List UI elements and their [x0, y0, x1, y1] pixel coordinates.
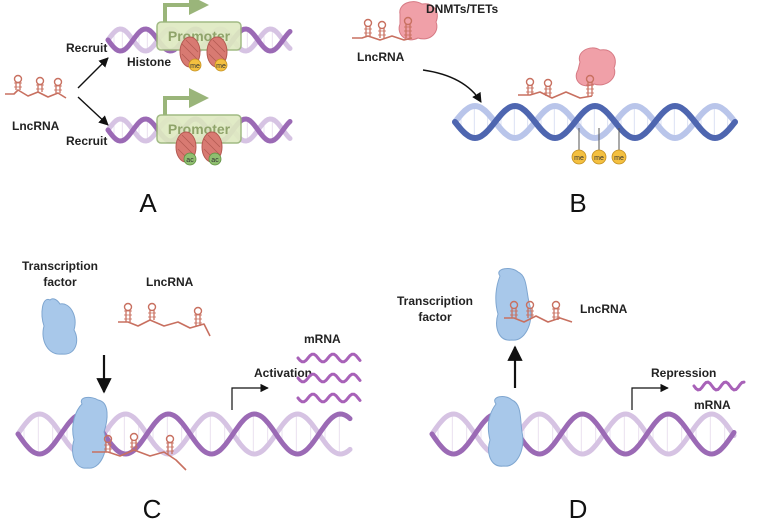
acetyl-mark-label: ac [211, 157, 219, 164]
transcription-factor-d-complex [495, 268, 532, 341]
mrna-label-d: mRNA [694, 398, 731, 412]
transcription-factor-c-bound [72, 396, 108, 469]
methyl-mark-label: me [216, 63, 226, 70]
dnmt-tet-enzyme-dna [575, 47, 616, 87]
methyl-mark-label: me [190, 63, 200, 70]
lncrna-structure-c-bound [92, 432, 187, 471]
acetyl-mark-a-2: ac [208, 152, 222, 166]
acetyl-mark-label: ac [186, 157, 194, 164]
promoter-box-bottom: Promoter [156, 88, 242, 144]
lncrna-structure-b-dna [518, 74, 595, 99]
methyl-mark-label: me [574, 155, 584, 162]
repression-arrow [631, 383, 669, 410]
activation-label: Activation [254, 366, 312, 380]
tf-label-d-line1: Transcription [397, 294, 473, 308]
mrna-strands-c [296, 352, 362, 404]
panel-letter-b: B [569, 188, 586, 218]
promoter-box-top: Promoter [156, 0, 242, 51]
dna-helix-d [429, 411, 737, 457]
transcription-factor-c-free [41, 298, 78, 355]
lncrna-label-d: LncRNA [580, 302, 628, 316]
methyl-marks-b: me me me [571, 128, 627, 165]
panel-c: Transcription factor LncRNA Activation m… [15, 259, 362, 524]
recruit-arrow-top [77, 57, 109, 89]
enzyme-label: DNMTs/TETs [426, 2, 499, 16]
methyl-mark-a-2: me [214, 58, 228, 72]
panel-letter-c: C [143, 494, 162, 524]
panel-letter-a: A [139, 188, 157, 218]
recruit-label-bottom: Recruit [66, 134, 107, 148]
methyl-mark-label: me [594, 155, 604, 162]
mrna-label-c: mRNA [304, 332, 341, 346]
dna-helix-c [15, 411, 353, 457]
binding-arrow-b [422, 69, 482, 103]
lncrna-structure-d [504, 300, 573, 323]
lncrna-label-a: LncRNA [12, 119, 60, 133]
lncrna-structure-b-top [352, 16, 413, 41]
panel-b: DNMTs/TETs LncRNA B me me me [352, 1, 738, 218]
recruit-label-top: Recruit [66, 41, 107, 55]
lncrna-structure-a [5, 74, 67, 99]
recruit-arrow-bottom [77, 96, 109, 126]
lncrna-label-c: LncRNA [146, 275, 194, 289]
mrna-strand-d [692, 380, 746, 392]
lncrna-structure-c-free [118, 302, 211, 337]
tf-label-c-line2: factor [43, 275, 77, 289]
activation-arrow [231, 383, 269, 410]
dnmt-tet-enzyme-top [398, 1, 438, 41]
tf-label-d-line2: factor [418, 310, 452, 324]
dna-helix-b [452, 102, 738, 142]
methyl-mark-a-1: me [188, 58, 202, 72]
panel-d: Transcription factor LncRNA Repression m… [397, 268, 746, 524]
lncrna-label-b: LncRNA [357, 50, 405, 64]
methyl-mark-label: me [614, 155, 624, 162]
repression-label: Repression [651, 366, 716, 380]
histone-label: Histone [127, 55, 171, 69]
tf-label-c-line1: Transcription [22, 259, 98, 273]
acetyl-mark-a-1: ac [183, 152, 197, 166]
panel-a: LncRNA Recruit Recruit Histone A Promote… [5, 0, 293, 218]
transcription-factor-d-bound [487, 396, 524, 467]
panel-letter-d: D [569, 494, 588, 524]
promoter-label-bottom: Promoter [168, 121, 231, 137]
